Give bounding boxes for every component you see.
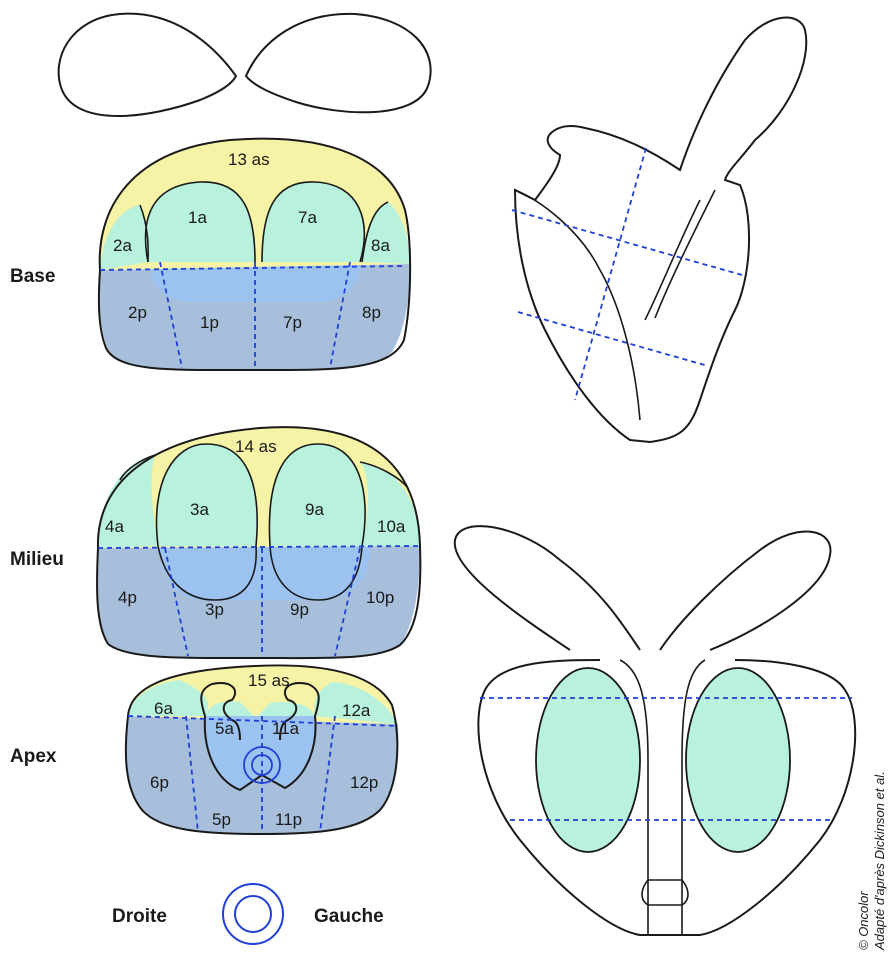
coronal-view (455, 526, 855, 935)
zone-6p: 6p (150, 773, 169, 792)
zone-10a: 10a (377, 517, 406, 536)
zone-12a: 12a (342, 701, 371, 720)
credit: © Oncolor Adapté d'après Dickinson et al… (856, 771, 887, 951)
credit-line-1: © Oncolor (856, 891, 871, 950)
zone-5p: 5p (212, 810, 231, 829)
zone-4a: 4a (105, 517, 124, 536)
orientation-legend: Droite Gauche (112, 884, 384, 944)
level-label-base: Base (10, 266, 55, 287)
zone-8p: 8p (362, 303, 381, 322)
urethra-symbol (223, 884, 283, 944)
level-label-apex: Apex (10, 746, 57, 767)
mid-section: Milieu 14 as 3a 9a 4a 10a 4p 3p 9p 10p (10, 427, 420, 658)
zone-9p: 9p (290, 600, 309, 619)
zone-7a: 7a (298, 208, 317, 227)
orientation-left-label: Gauche (314, 906, 384, 927)
zone-4p: 4p (118, 588, 137, 607)
zone-3a: 3a (190, 500, 209, 519)
zone-2a: 2a (113, 236, 132, 255)
zone-10p: 10p (366, 588, 394, 607)
apex-section: Apex 15 as 6a 5a 11a 12a 6p 12p 5p 11p (10, 665, 398, 834)
zone-15as: 15 as (248, 671, 290, 690)
credit-line-2: Adapté d'après Dickinson et al. (872, 771, 887, 951)
zone-7p: 7p (283, 313, 302, 332)
zone-3p: 3p (205, 600, 224, 619)
zone-13as: 13 as (228, 150, 270, 169)
sagittal-view (512, 18, 806, 442)
zone-14as: 14 as (235, 437, 277, 456)
seminal-vesicles (59, 14, 431, 116)
zone-11p: 11p (275, 810, 302, 829)
zone-1a: 1a (188, 208, 207, 227)
zone-8a: 8a (371, 236, 390, 255)
zone-2p: 2p (128, 303, 147, 322)
base-section: Base 13 as 1a 7a 2a 8a 2p 1p 7p 8p (10, 139, 410, 370)
zone-11a: 11a (272, 719, 300, 738)
zone-12p: 12p (350, 773, 378, 792)
zone-9a: 9a (305, 500, 324, 519)
zone-5a: 5a (215, 719, 234, 738)
orientation-right-label: Droite (112, 906, 167, 927)
zone-1p: 1p (200, 313, 219, 332)
zone-6a: 6a (154, 699, 173, 718)
level-label-mid: Milieu (10, 549, 64, 570)
